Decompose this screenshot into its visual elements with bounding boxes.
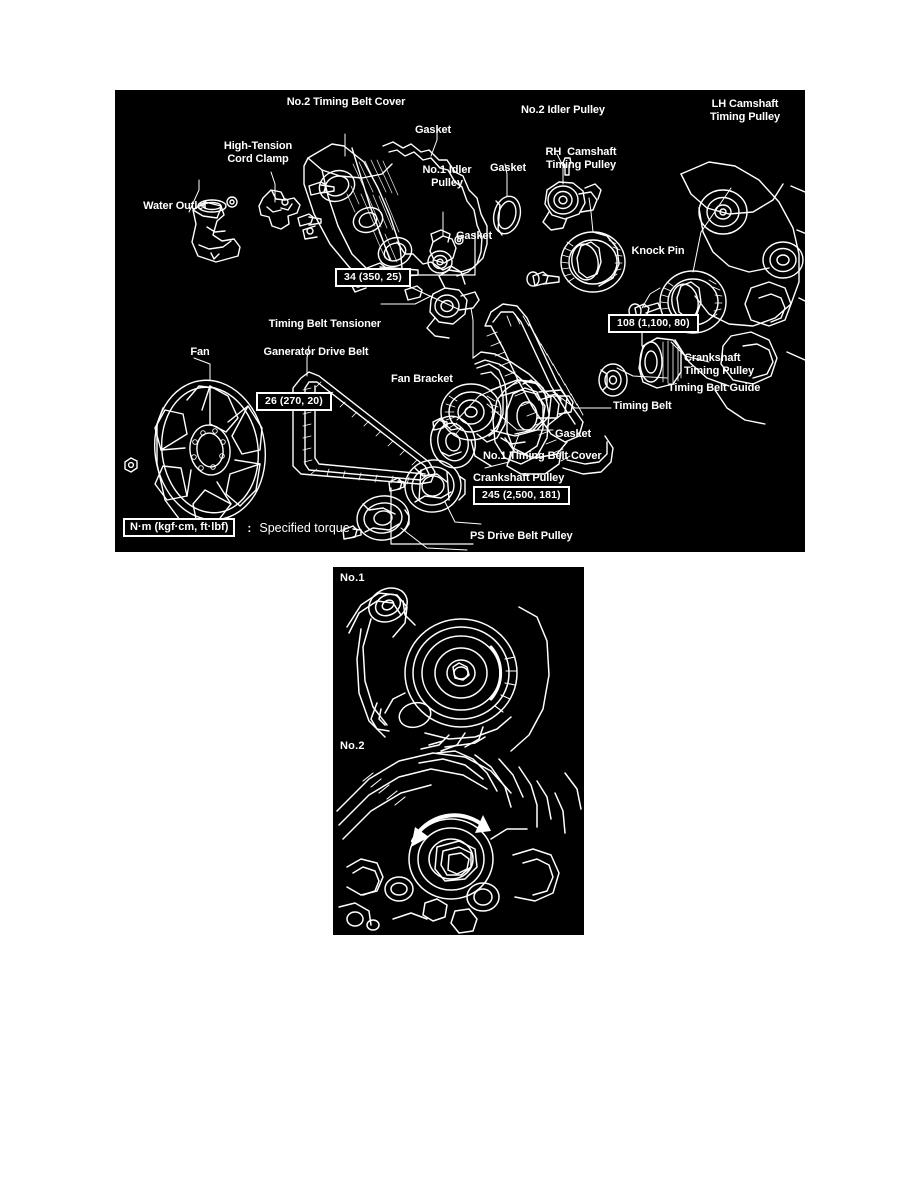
label-no2-timing-belt-cover: No.2 Timing Belt Cover [286,96,406,108]
label-timing-belt-guide: Timing Belt Guide [668,382,761,394]
label-timing-belt: Timing Belt [613,400,672,412]
label-no1-timing-belt-cover: No.1 Timing Belt Cover [483,450,602,462]
procedure-illustration-panel: No.1 No.2 [333,567,584,935]
torque-legend-units: N·m (kgf·cm, ft·lbf) [123,518,236,537]
label-timing-belt-tensioner: Timing Belt Tensioner [268,318,382,330]
label-crankshaft-pulley: Crankshaft Pulley [473,472,565,484]
label-gasket-idler: Gasket [489,162,527,174]
label-gasket-no1-cover: Gasket [555,428,592,440]
label-no2-idler-pulley: No.2 Idler Pulley [521,104,605,116]
procedure-illustration-line-art [336,587,582,934]
label-fan: Fan [190,346,210,358]
label-rh-camshaft-timing-pulley: RH Camshaft Timing Pulley [545,146,617,171]
exploded-view-diagram: Water Outlet High-Tension Cord Clamp No.… [115,90,805,552]
photo-step-label-no1: No.1 [340,572,365,584]
torque-box-245: 245 (2,500, 181) [473,486,570,505]
torque-legend-description: Specified torque [259,520,350,535]
label-gasket-cover: Gasket [414,124,452,136]
exploded-view-line-art [124,129,805,551]
label-knock-pin: Knock Pin [631,245,685,257]
torque-legend-separator: : [247,520,252,535]
label-ps-drive-belt-pulley: PS Drive Belt Pulley [470,530,573,542]
torque-box-34: 34 (350, 25) [335,268,411,287]
label-fan-bracket: Fan Bracket [391,373,453,385]
label-water-outlet: Water Outlet [143,200,207,212]
label-high-tension-cord-clamp: High-Tension Cord Clamp [223,140,293,165]
label-generator-drive-belt: Ganerator Drive Belt [263,346,369,358]
torque-legend: N·m (kgf·cm, ft·lbf) : Specified torque [123,518,350,537]
label-crankshaft-timing-pulley: Crankshaft Timing Pulley [684,352,755,377]
torque-box-108: 108 (1,100, 80) [608,314,699,333]
label-no1-idler-pulley: No.1 Idler Pulley [422,164,472,189]
photo-step-label-no2: No.2 [340,740,365,752]
label-lh-camshaft-timing-pulley: LH Camshaft Timing Pulley [709,98,780,123]
label-gasket-waterpump: Gasket [455,230,493,242]
torque-box-26: 26 (270, 20) [256,392,332,411]
